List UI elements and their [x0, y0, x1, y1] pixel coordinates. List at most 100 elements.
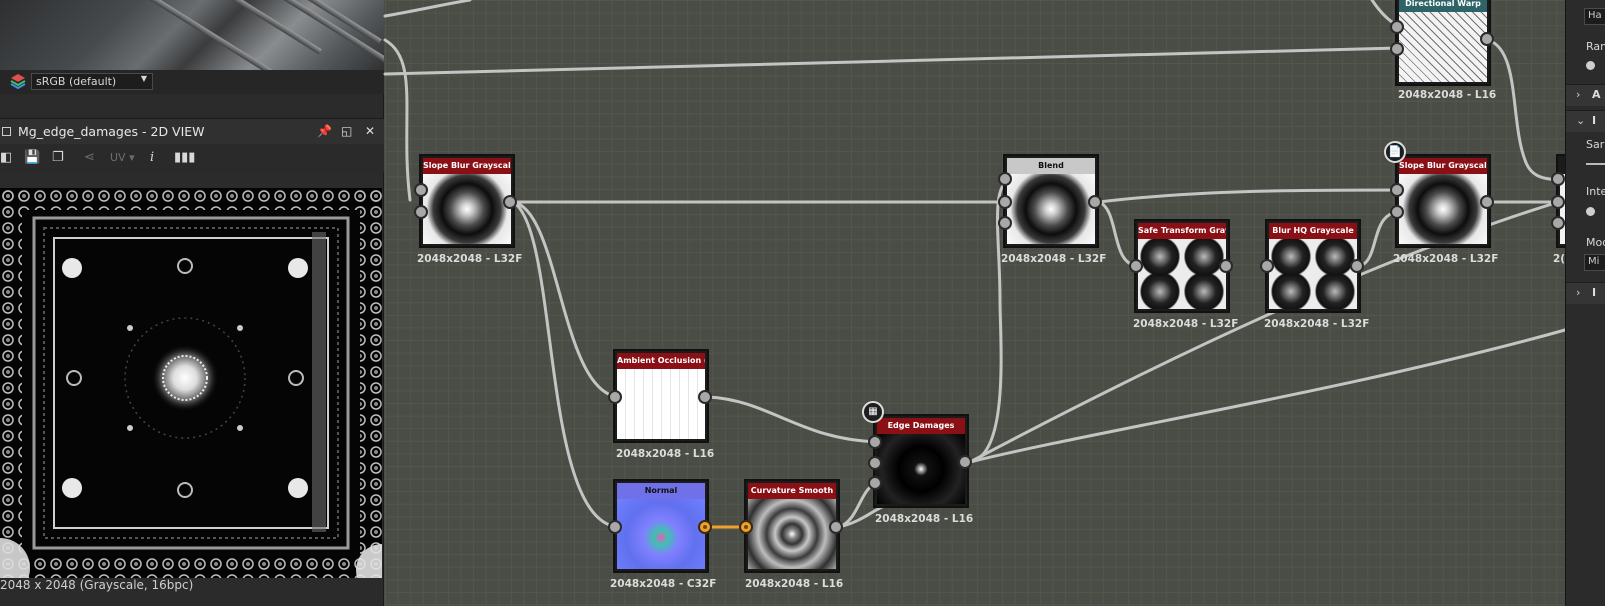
color-space-select[interactable]: sRGB (default) ▼ [31, 73, 153, 90]
node-title: Ambient Occlusion (HB... [617, 353, 705, 369]
output-port[interactable] [698, 390, 712, 404]
output-port[interactable] [1350, 259, 1364, 273]
output-port[interactable] [1088, 195, 1102, 209]
output-port[interactable] [503, 195, 517, 209]
node-normal[interactable]: Normal [613, 479, 709, 573]
panel-icon [2, 127, 11, 136]
radio-button[interactable] [1586, 207, 1595, 216]
node-curvature-smooth[interactable]: Curvature Smooth [744, 479, 840, 573]
output-port[interactable] [958, 455, 972, 469]
close-icon[interactable]: ✕ [365, 124, 376, 138]
node-title: Blend [1007, 158, 1095, 174]
input-port[interactable] [1390, 183, 1404, 197]
input-port[interactable] [1129, 259, 1143, 273]
node-edge-damages[interactable]: Edge Damages [873, 414, 969, 508]
property-label: Ran [1586, 40, 1605, 53]
pin-icon[interactable]: 📌 [317, 124, 332, 138]
section-header[interactable]: ›A [1566, 84, 1605, 106]
radio-button[interactable] [1586, 61, 1595, 70]
mode-select[interactable]: Mi [1584, 254, 1605, 271]
input-port[interactable] [1390, 42, 1404, 56]
node-blur-hq-grayscale[interactable]: Blur HQ Grayscale [1265, 219, 1361, 313]
input-port[interactable] [998, 216, 1012, 230]
texture-preview-image [0, 188, 382, 578]
maximize-icon[interactable]: ◱ [341, 124, 353, 138]
node-info: 2048x2048 - L32F [1133, 318, 1239, 330]
save-icon[interactable]: 💾 [24, 150, 41, 165]
node-thumbnail [1007, 174, 1095, 244]
input-port[interactable] [608, 390, 622, 404]
input-port[interactable] [1551, 195, 1565, 209]
left-panel: sRGB (default) ▼ Mg_edge_damages - 2D VI… [0, 0, 384, 606]
histogram-icon[interactable]: ▮▮▮ [174, 150, 196, 165]
section-header[interactable]: ⌄I [1566, 110, 1605, 132]
node-thumbnail [423, 174, 511, 244]
input-port[interactable] [868, 435, 882, 449]
node-thumbnail [617, 369, 705, 439]
input-port[interactable] [739, 520, 753, 534]
input-port[interactable] [998, 195, 1012, 209]
2d-view-canvas[interactable] [0, 188, 382, 578]
section-header[interactable]: ›I [1566, 282, 1605, 304]
output-port[interactable] [698, 520, 712, 534]
node-info: 2048x2048 - L16 [1398, 89, 1497, 101]
input-port[interactable] [1390, 205, 1404, 219]
node-ambient-occlusion[interactable]: Ambient Occlusion (HB... [613, 349, 709, 443]
node-slope-blur-grayscale-2[interactable]: Slope Blur Grayscale [1395, 154, 1491, 248]
output-port[interactable] [1219, 259, 1233, 273]
input-port[interactable] [414, 205, 428, 219]
node-info: 2( [1553, 253, 1566, 265]
node-thumbnail [1399, 174, 1487, 244]
output-port[interactable] [1480, 195, 1494, 209]
properties-field[interactable]: Ha [1584, 8, 1605, 25]
node-title: Curvature Smooth [748, 483, 836, 499]
node-info: 2048x2048 - L16 [616, 448, 715, 460]
output-port[interactable] [829, 520, 843, 534]
input-port[interactable] [608, 520, 622, 534]
node-title: Normal [617, 483, 705, 499]
input-port[interactable] [868, 456, 882, 470]
node-title: Safe Transform Graysc... [1138, 223, 1226, 239]
node-directional-warp[interactable]: Directional Warp [1395, 0, 1491, 86]
node-thumbnail [1269, 239, 1357, 309]
checker-icon[interactable]: ▦ [862, 401, 884, 423]
input-port[interactable] [868, 476, 882, 490]
slider-track[interactable] [1586, 163, 1605, 165]
input-port[interactable] [1390, 20, 1404, 34]
input-port[interactable] [998, 172, 1012, 186]
input-port[interactable] [1551, 216, 1565, 230]
node-title: Slope Blur Grayscale [423, 158, 511, 174]
view-layout-icon[interactable]: ◧ [0, 150, 13, 165]
section-title: I [1592, 286, 1597, 299]
node-thumbnail [1138, 239, 1226, 309]
node-info: 2048x2048 - L32F [417, 253, 523, 265]
node-title: Directional Warp [1399, 0, 1487, 12]
node-graph-canvas[interactable] [385, 0, 1565, 606]
3d-view-preview[interactable] [0, 0, 384, 70]
property-label: Sar [1586, 138, 1605, 151]
info-icon[interactable]: i [150, 150, 155, 165]
node-safe-transform-grayscale[interactable]: Safe Transform Graysc... [1134, 219, 1230, 313]
copy-icon[interactable]: ❐ [52, 150, 64, 165]
node-blend[interactable]: Blend [1003, 154, 1099, 248]
comment-icon[interactable]: 📄 [1384, 141, 1406, 163]
node-info: 2048x2048 - L32F [1393, 253, 1499, 265]
node-info: 2048x2048 - L32F [1264, 318, 1370, 330]
2d-view-title: Mg_edge_damages - 2D VIEW [18, 124, 205, 139]
node-title: Blur HQ Grayscale [1269, 223, 1357, 239]
node-title: Slope Blur Grayscale [1399, 158, 1487, 174]
node-slope-blur-grayscale[interactable]: Slope Blur Grayscale [419, 154, 515, 248]
node-info: 2048x2048 - L16 [875, 513, 974, 525]
color-space-value: sRGB (default) [36, 75, 117, 88]
input-port[interactable] [1260, 259, 1274, 273]
input-port[interactable] [414, 183, 428, 197]
section-title: I [1592, 114, 1597, 127]
layers-icon[interactable] [10, 73, 26, 89]
property-label: Mod [1586, 236, 1605, 249]
node-title: Edge Damages [877, 418, 965, 434]
input-port[interactable] [1551, 172, 1565, 186]
output-port[interactable] [1480, 32, 1494, 46]
node-info: 2048x2048 - L32F [1001, 253, 1107, 265]
node-thumbnail [877, 434, 965, 504]
